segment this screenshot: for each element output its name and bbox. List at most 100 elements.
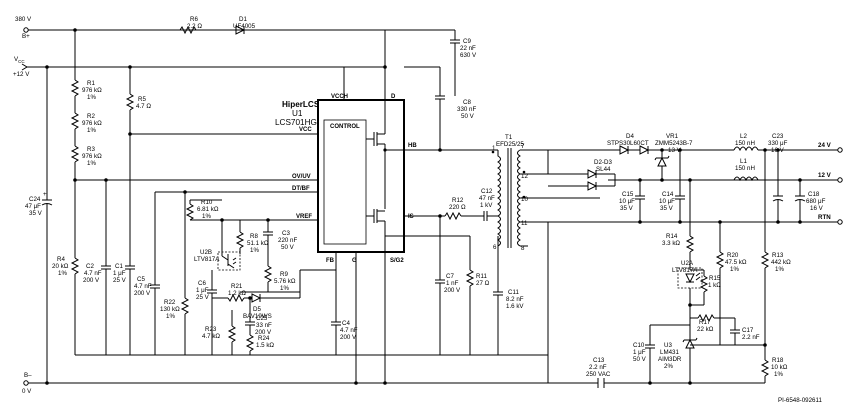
svg-text:R14: R14	[666, 233, 678, 240]
svg-text:3.3 kΩ: 3.3 kΩ	[662, 240, 680, 247]
c25-r23-r24	[227, 296, 255, 355]
vcc-voltage: +12 V	[13, 71, 30, 78]
svg-text:976 kΩ: 976 kΩ	[82, 153, 102, 160]
svg-text:630 V: 630 V	[460, 52, 477, 59]
svg-text:D2-D3: D2-D3	[594, 159, 612, 166]
u2b-optocoupler	[217, 220, 241, 271]
svg-text:C11: C11	[508, 289, 519, 296]
svg-text:150 nH: 150 nH	[735, 140, 755, 147]
svg-text:R11: R11	[476, 273, 487, 280]
svg-text:47 μF: 47 μF	[25, 203, 41, 210]
svg-text:25 V: 25 V	[196, 294, 210, 301]
svg-text:1%: 1%	[774, 371, 783, 378]
svg-text:U3: U3	[664, 342, 672, 349]
rail-bottom-name: B–	[24, 372, 32, 379]
svg-text:C23: C23	[772, 133, 784, 140]
svg-text:R17: R17	[699, 319, 711, 326]
svg-text:130 kΩ: 130 kΩ	[160, 306, 180, 313]
svg-text:1 kΩ: 1 kΩ	[708, 282, 721, 289]
svg-text:EFD25/25: EFD25/25	[496, 141, 524, 148]
svg-text:LM431: LM431	[660, 349, 679, 356]
svg-text:R3: R3	[87, 146, 95, 153]
c14	[675, 148, 685, 222]
svg-text:R21: R21	[231, 283, 243, 290]
svg-text:16 V: 16 V	[771, 147, 785, 154]
t1-pin-7: 7	[521, 143, 525, 150]
pin-vcch: VCCH	[331, 94, 348, 100]
vcc-arrow	[21, 63, 28, 71]
svg-text:4.7 kΩ: 4.7 kΩ	[202, 333, 220, 340]
svg-text:1.2 kΩ: 1.2 kΩ	[228, 290, 246, 297]
transformer-t1	[491, 148, 600, 248]
svg-text:200 V: 200 V	[444, 287, 461, 294]
svg-text:2%: 2%	[664, 363, 673, 370]
svg-text:2.2 nF: 2.2 nF	[742, 334, 760, 341]
svg-text:35 V: 35 V	[29, 210, 43, 217]
svg-text:1%: 1%	[250, 247, 259, 254]
r9-label: R95.76 kΩ1%	[274, 271, 296, 292]
c5	[150, 191, 318, 355]
svg-text:22 kΩ: 22 kΩ	[697, 326, 714, 333]
out-24v-terminal	[837, 147, 843, 153]
c4	[299, 269, 341, 355]
c2	[101, 178, 111, 355]
c11	[493, 236, 503, 355]
svg-text:976 kΩ: 976 kΩ	[82, 120, 102, 127]
r5-label: R54.7 Ω	[136, 96, 151, 110]
vcc-sub: CC	[18, 59, 25, 64]
svg-text:47 nF: 47 nF	[479, 195, 495, 202]
svg-text:R5: R5	[138, 96, 146, 103]
pin-g: G	[352, 258, 357, 264]
svg-text:C8: C8	[463, 99, 471, 106]
svg-text:C6: C6	[198, 280, 206, 287]
svg-text:LTV817A: LTV817A	[672, 267, 698, 274]
svg-text:U2A: U2A	[681, 260, 694, 267]
t1-pin-11: 11	[521, 220, 528, 227]
svg-text:2.2 Ω: 2.2 Ω	[187, 23, 202, 30]
svg-text:220 Ω: 220 Ω	[449, 204, 466, 211]
svg-text:200 V: 200 V	[255, 329, 272, 336]
svg-text:442 kΩ: 442 kΩ	[771, 259, 791, 266]
svg-text:SL44: SL44	[596, 166, 611, 173]
svg-text:1 μF: 1 μF	[633, 349, 646, 356]
r9	[240, 250, 300, 293]
svg-text:L1: L1	[740, 158, 747, 165]
ic-title: HiperLCS	[282, 100, 320, 109]
svg-text:R9: R9	[280, 271, 288, 278]
c15	[635, 178, 645, 222]
r21-d5	[212, 292, 301, 303]
svg-text:1 nF: 1 nF	[446, 280, 459, 287]
l2	[648, 146, 840, 152]
svg-text:C18: C18	[808, 191, 820, 198]
svg-text:C1: C1	[115, 263, 123, 270]
svg-text:C4: C4	[342, 320, 350, 327]
svg-text:1.5 kΩ: 1.5 kΩ	[256, 342, 274, 349]
svg-text:4.7 nF: 4.7 nF	[84, 270, 102, 277]
svg-text:R15: R15	[709, 275, 721, 282]
svg-text:U2B: U2B	[200, 249, 212, 256]
ic-u1	[317, 30, 405, 385]
b-plus-terminal	[23, 27, 29, 33]
divider-chain	[70, 28, 318, 355]
pin-sg: S/G2	[390, 258, 404, 264]
t1-pin-12: 12	[521, 173, 528, 180]
svg-text:R1: R1	[87, 80, 95, 87]
svg-text:51.1 kΩ: 51.1 kΩ	[247, 240, 269, 247]
